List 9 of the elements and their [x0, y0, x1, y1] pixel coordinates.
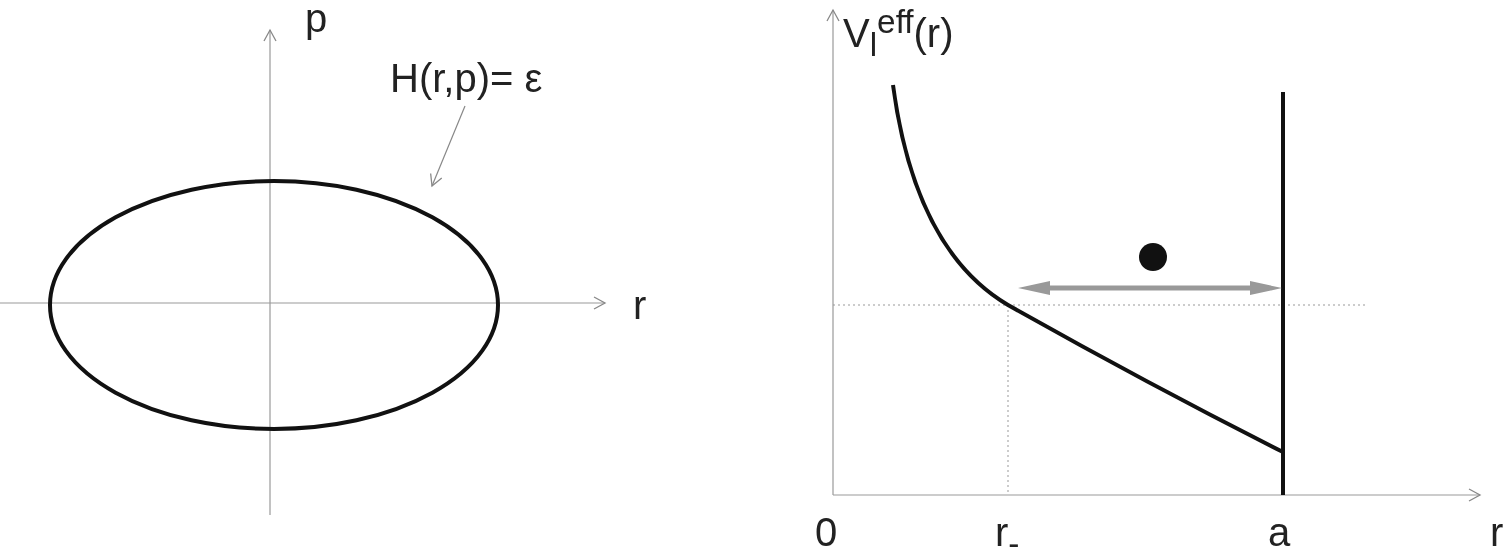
axis-label: r [633, 285, 647, 325]
equation-label: H(r,p)= ε [390, 56, 543, 100]
tick-label: r$_{-}$ [995, 512, 1020, 560]
tick-label: 0 [815, 512, 838, 552]
axis-label: V$_{l}$$^{eff}$(r) [843, 5, 954, 62]
axis-label: p [305, 0, 328, 38]
tick-label: a [1268, 512, 1291, 552]
leader-line [430, 105, 466, 187]
axis-label: r [1490, 512, 1504, 552]
